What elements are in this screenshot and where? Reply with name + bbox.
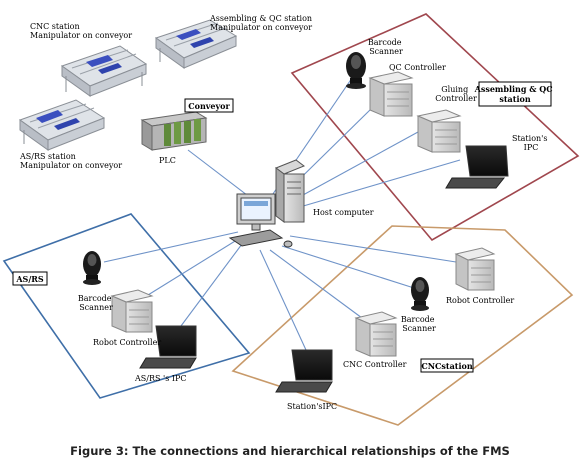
barcode-top-label-line2: Scanner [369,47,403,56]
conveyor-label: Conveyor [188,101,230,111]
cnc-station-region [231,225,574,426]
host-computer-label: Host computer [313,208,374,217]
laptop-top-image [445,145,509,189]
robot-controller-left-label: Robot Controller [93,338,161,347]
plc-image [140,111,208,151]
robot-controller-right-label: Robot Controller [446,296,514,305]
cnc-manipulator-label-line1: CNC station [30,22,80,31]
cnc-manipulator-label-line2: Manipulator on conveyor [30,31,132,40]
link-host-barcode-right [281,245,415,289]
cnc-manipulator-label: CNC station Manipulator on conveyor [30,22,132,40]
barcode-right-label: Barcode Scanner [401,315,437,333]
cnc-controller-label: CNC Controller [343,360,407,369]
barcode-scanner-left-image [83,251,101,285]
link-host-ipc-left [177,243,243,331]
gluing-controller-image [416,109,462,153]
assembling-qc-label-line2: station [499,94,530,104]
barcode-right-label-line2: Scanner [402,324,436,333]
assembling-qc-label-box [478,81,552,107]
barcode-top-label: Barcode Scanner [368,38,404,56]
barcode-left-label-line2: Scanner [79,303,113,312]
station-ipc-top-label-line2: IPC [524,143,539,152]
assembling-qc-region [290,13,580,242]
host-computer-image [228,159,306,248]
barcode-top-label-line1: Barcode [368,38,402,47]
robot-controller-right-image [454,247,496,291]
figure-caption: Figure 3: The connections and hierarchic… [70,444,510,458]
link-host-barcode-left [103,231,239,263]
assy-manipulator-label-line1: Assembling & QC station [209,14,312,23]
asrs-manipulator-label: AS/RS station Manipulator on conveyor [19,152,122,170]
gluing-controller-label: Gluing Controller [435,85,477,103]
barcode-scanner-top-image [346,52,366,89]
laptop-bottom-image [275,349,333,393]
asrs-manipulator-label-line2: Manipulator on conveyor [20,161,122,170]
cnc-controller-image [354,311,398,357]
cnc-station-label-box [420,358,474,373]
assy-manipulator-label-line2: Manipulator on conveyor [210,23,312,32]
link-host-cnc-ctrl [269,249,363,319]
station-ipc-top-label-line1: Station's [512,134,548,143]
link-host-robot-left [147,237,241,296]
assembling-qc-label-line1: Assembling & QC [474,84,553,94]
qc-controller-image [368,71,414,117]
assy-conveyor-image [154,19,238,69]
assembling-qc-label: Assembling & QC station [474,84,556,104]
asrs-label-box [12,271,48,286]
gluing-controller-label-line1: Gluing [441,85,468,94]
cnc-station-label: CNCstation [421,361,473,371]
barcode-scanner-right-image [411,277,429,311]
link-host-station-ipc [259,249,307,351]
asrs-manipulator-label-line1: AS/RS station [19,152,76,161]
assy-manipulator-label: Assembling & QC station Manipulator on c… [209,14,315,32]
conveyor-label-box [184,98,234,113]
link-host-ipc-top [275,159,461,215]
asrs-ipc-label: AS/RS 's IPC [134,374,187,383]
barcode-left-label-line1: Barcode [78,294,112,303]
station-ipc-top-label: Station's IPC [512,134,550,152]
qc-controller-label: QC Controller [389,63,446,72]
robot-controller-left-image [110,289,154,333]
station-ipc-bottom-label: Station'sIPC [287,402,337,411]
asrs-region [2,213,251,399]
asrs-label: AS/RS [15,274,44,284]
barcode-left-label: Barcode Scanner [78,294,114,312]
link-host-robot-right [289,235,457,263]
asrs-conveyor-image [18,99,106,151]
laptop-left-image [139,325,197,369]
cnc-conveyor-image [60,45,148,97]
plc-label: PLC [159,156,176,165]
barcode-right-label-line1: Barcode [401,315,435,324]
gluing-controller-label-line2: Controller [435,94,477,103]
